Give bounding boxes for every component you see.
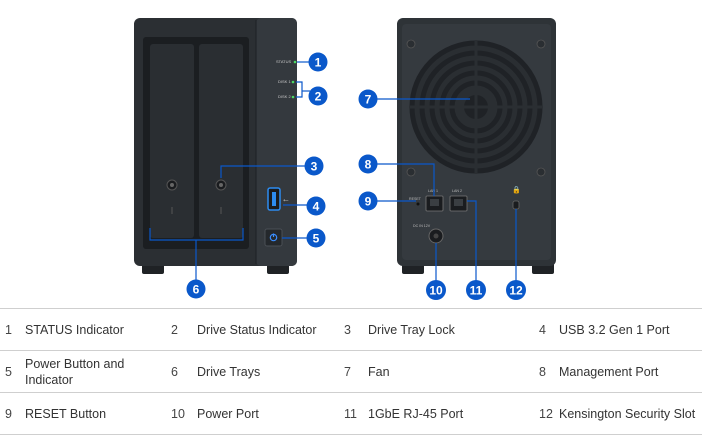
legend-num: 2 xyxy=(171,308,196,351)
power-button xyxy=(264,228,283,247)
svg-text:4: 4 xyxy=(313,200,320,214)
legend-num: 3 xyxy=(342,308,367,351)
legend-label: Drive Tray Lock xyxy=(367,308,534,351)
svg-text:2: 2 xyxy=(315,90,322,104)
callout-7: 7 xyxy=(358,89,378,109)
disk1-led xyxy=(291,80,295,84)
power-port-label: DC IN 12V xyxy=(413,224,431,228)
disk2-led-label: DISK 2 xyxy=(278,94,291,99)
legend-label: Power Port xyxy=(196,392,342,435)
legend-num: 12 xyxy=(534,392,558,435)
callout-10: 10 xyxy=(426,280,446,300)
status-led-label: STATUS xyxy=(276,59,292,64)
front-panel: STATUS DISK 1 DISK 2 ⭠ xyxy=(134,18,297,274)
legend-num: 7 xyxy=(342,350,367,393)
legend-row: 5 Power Button and Indicator 6 Drive Tra… xyxy=(0,350,702,393)
legend-num: 4 xyxy=(534,308,558,351)
svg-text:10: 10 xyxy=(429,284,443,298)
legend-num: 6 xyxy=(171,350,196,393)
legend-label: Drive Trays xyxy=(196,350,342,393)
nas-diagram: STATUS DISK 1 DISK 2 ⭠ xyxy=(134,18,556,300)
rear-panel: RESET LAN 1 LAN 2 DC IN 12V 🔒 xyxy=(397,18,556,274)
lan2-label: LAN 2 xyxy=(452,189,462,193)
disk2-led xyxy=(291,95,295,99)
legend-label: Fan xyxy=(367,350,534,393)
legend-label: USB 3.2 Gen 1 Port xyxy=(558,308,702,351)
callout-8: 8 xyxy=(358,154,378,174)
callout-4: 4 xyxy=(306,196,326,216)
svg-text:7: 7 xyxy=(365,93,372,107)
status-led xyxy=(293,60,297,64)
legend-num: 11 xyxy=(342,392,367,435)
svg-text:5: 5 xyxy=(313,232,320,246)
callout-6: 6 xyxy=(186,279,206,299)
kensington-slot xyxy=(512,200,520,210)
leader-lines xyxy=(149,61,517,281)
reset-label: RESET xyxy=(409,197,422,201)
legend-num: 5 xyxy=(0,350,24,393)
legend-label: RESET Button xyxy=(24,392,171,435)
legend-label: 1GbE RJ-45 Port xyxy=(367,392,534,435)
callout-5: 5 xyxy=(306,228,326,248)
callout-1: 1 xyxy=(308,52,328,72)
legend-label: Kensington Security Slot xyxy=(558,392,702,435)
disk1-led-label: DISK 1 xyxy=(278,79,291,84)
lan1-label: LAN 1 xyxy=(428,189,438,193)
legend-num: 8 xyxy=(534,350,558,393)
fan xyxy=(409,40,543,174)
legend-num: 1 xyxy=(0,308,24,351)
svg-text:9: 9 xyxy=(365,195,372,209)
legend-row: 9 RESET Button 10 Power Port 11 1GbE RJ-… xyxy=(0,392,702,435)
callout-3: 3 xyxy=(304,156,324,176)
legend-row: 1 STATUS Indicator 2 Drive Status Indica… xyxy=(0,308,702,351)
svg-text:1: 1 xyxy=(315,56,322,70)
callout-12: 12 xyxy=(506,280,526,300)
legend-num: 9 xyxy=(0,392,24,435)
lock-icon: 🔒 xyxy=(512,186,521,194)
legend-label: Power Button and Indicator xyxy=(24,350,171,393)
reset-button xyxy=(416,202,420,206)
svg-text:11: 11 xyxy=(470,284,483,298)
callout-9: 9 xyxy=(358,191,378,211)
svg-text:3: 3 xyxy=(311,160,318,174)
drive-tray-1 xyxy=(150,44,194,238)
svg-text:12: 12 xyxy=(509,284,523,298)
usb-icon: ⭠ xyxy=(283,196,289,204)
svg-text:8: 8 xyxy=(365,158,372,172)
legend-table: 1 STATUS Indicator 2 Drive Status Indica… xyxy=(0,308,702,435)
callout-11: 11 xyxy=(466,280,486,300)
legend-label: Drive Status Indicator xyxy=(196,308,342,351)
legend-label: STATUS Indicator xyxy=(24,308,171,351)
legend-label: Management Port xyxy=(558,350,702,393)
callout-2: 2 xyxy=(308,86,328,106)
legend-num: 10 xyxy=(171,392,196,435)
drive-tray-2 xyxy=(199,44,243,238)
svg-text:6: 6 xyxy=(193,283,200,297)
